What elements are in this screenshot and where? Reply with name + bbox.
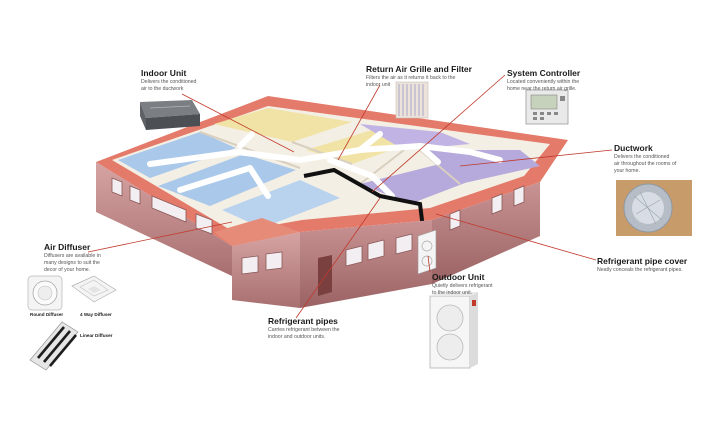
ductwork-desc-1: Delivers the conditioned <box>614 154 670 160</box>
return-grille-image <box>395 81 429 119</box>
label-refrigerant-pipes: Refrigerant pipes Carries refrigerant be… <box>268 316 340 340</box>
room-purple-top <box>360 124 470 150</box>
label-refrigerant-pipe-cover: Refrigerant pipe cover Neatly conceals t… <box>597 256 687 273</box>
indoor-unit-title: Indoor Unit <box>141 68 187 78</box>
return-air-title: Return Air Grille and Filter <box>366 64 472 74</box>
label-outdoor-unit: Outdoor Unit Quietly delivers refrigeran… <box>432 272 493 296</box>
outdoor-unit-desc-1: Quietly delivers refrigerant <box>432 283 493 289</box>
label-system-controller: System Controller Located conveniently w… <box>507 68 580 92</box>
front-door <box>318 255 332 296</box>
house-outdoor-unit <box>417 229 437 275</box>
air-diffuser-desc-3: decor of your home. <box>44 267 91 274</box>
room-blue-front <box>222 180 340 228</box>
ductwork-desc-3: your home. <box>614 168 640 175</box>
wall-gable <box>214 218 300 246</box>
label-return-air: Return Air Grille and Filter Filters the… <box>366 64 472 88</box>
linear-diffuser-image <box>29 321 79 371</box>
leader-lines <box>87 74 613 319</box>
outdoor-unit-image <box>429 292 478 369</box>
ductwork-title: Ductwork <box>614 143 653 153</box>
round-diffuser-caption: Round Diffuser <box>30 312 64 317</box>
refrigerant-pipe-line <box>303 167 426 237</box>
system-controller-desc-1: Located conveniently within the <box>507 79 580 85</box>
room-yellow-top <box>214 108 352 142</box>
system-controller-desc-2: home near the return air grille. <box>507 86 577 93</box>
label-ductwork: Ductwork Delivers the conditioned air th… <box>614 143 676 175</box>
refrigerant-pipes-desc-1: Carries refrigerant between the <box>268 327 340 333</box>
indoor-unit-desc-1: Delivers the conditioned <box>141 79 197 85</box>
room-blue-mid <box>158 154 296 206</box>
return-air-desc-1: Filters the air as it returns it back to… <box>366 75 456 81</box>
indoor-unit-desc-2: air to the ductwork <box>141 86 184 93</box>
ductwork-desc-2: air throughout the rooms of <box>614 161 677 168</box>
refrigerant-pipes-desc-2: indoor and outdoor units. <box>268 334 326 341</box>
four-way-diffuser-caption: 4 Way Diffuser <box>80 312 112 317</box>
outdoor-unit-title: Outdoor Unit <box>432 272 485 282</box>
refrigerant-pipe-cover-desc-1: Neatly conceals the refrigerant pipes. <box>597 267 683 273</box>
wall-right-end <box>432 182 540 284</box>
label-air-diffuser: Air Diffuser Diffusers are available in … <box>44 242 101 274</box>
linear-diffuser-caption: Linear Diffuser <box>80 333 113 338</box>
outdoor-unit-desc-2: to the indoor unit. <box>432 290 473 297</box>
indoor-unit-image <box>140 100 200 130</box>
round-diffuser-image <box>27 275 63 311</box>
system-controller-image <box>525 89 569 125</box>
ductwork-lines <box>147 131 503 199</box>
system-controller-title: System Controller <box>507 68 581 78</box>
label-indoor-unit: Indoor Unit Delivers the conditioned air… <box>141 68 196 92</box>
four-way-diffuser-image <box>71 275 117 303</box>
ductwork-image <box>616 180 692 236</box>
refrigerant-pipe-cover-title: Refrigerant pipe cover <box>597 256 688 266</box>
air-diffuser-desc-2: many designs to suit the <box>44 260 100 267</box>
air-diffuser-desc-1: Diffusers are available in <box>44 253 101 259</box>
air-diffuser-title: Air Diffuser <box>44 242 91 252</box>
interior-walls <box>199 131 461 185</box>
return-air-desc-2: indoor unit <box>366 82 391 89</box>
refrigerant-pipes-title: Refrigerant pipes <box>268 316 338 326</box>
room-blue-left <box>118 132 236 178</box>
